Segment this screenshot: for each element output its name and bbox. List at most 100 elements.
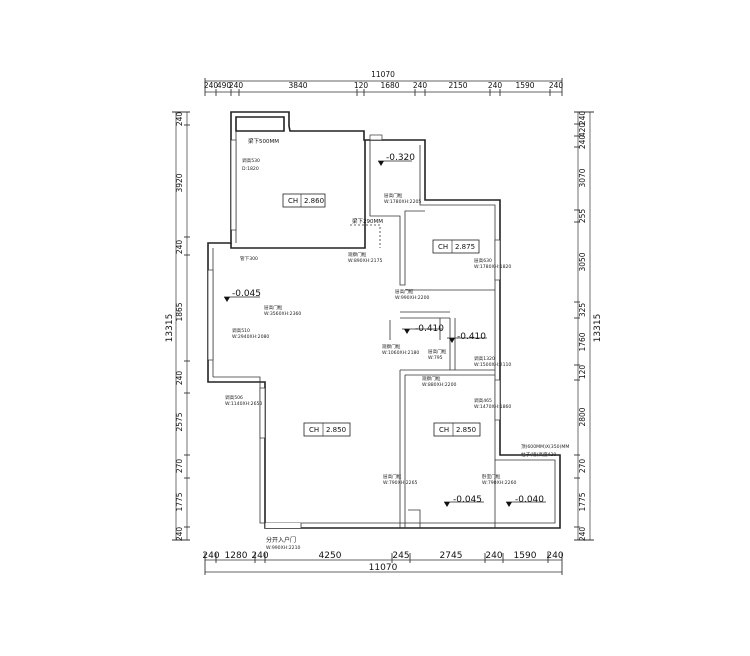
top-dim-9: 240 bbox=[488, 81, 503, 90]
entry-door-size: W:990XH:2210 bbox=[266, 545, 301, 551]
bottom-dim-2: 1280 bbox=[225, 551, 248, 561]
right-dimension-chain: 240 420 240 3070 255 3050 325 1760 120 2… bbox=[574, 111, 603, 542]
ceiling-box-3: CH 2.850 bbox=[303, 422, 351, 437]
ceiling-box-1: CH 2.860 bbox=[282, 193, 326, 208]
note: 层高门框 bbox=[384, 192, 403, 199]
note: 层高门框 bbox=[264, 304, 283, 311]
annotation-notes: 调高530 D:1820 层高门框 W:1780XH:2205 观察门框 W:8… bbox=[225, 157, 517, 486]
bottom-dim-4: 4250 bbox=[319, 551, 342, 561]
bottom-dim-7: 240 bbox=[485, 551, 502, 561]
right-dim-8: 1760 bbox=[578, 332, 587, 351]
top-dim-3: 240 bbox=[229, 81, 244, 90]
window-living-left bbox=[207, 269, 214, 361]
top-dim-8: 2150 bbox=[448, 81, 467, 90]
level-value: -0.410 bbox=[415, 324, 444, 334]
level-value: -0.320 bbox=[386, 153, 415, 163]
window-bedroom-right bbox=[494, 239, 501, 281]
note: 层高630 bbox=[474, 257, 492, 264]
window-top-mid bbox=[369, 134, 383, 141]
bottom-dim-8: 1590 bbox=[514, 551, 537, 561]
bottom-dim-3: 240 bbox=[251, 551, 268, 561]
ceiling-value: 2.875 bbox=[455, 243, 475, 251]
note: 调高530 bbox=[242, 157, 260, 164]
note: 观察门框 bbox=[382, 343, 401, 350]
entry-door-label: 分开入户门 bbox=[266, 536, 296, 544]
top-dim-7: 240 bbox=[413, 81, 428, 90]
right-dim-13: 240 bbox=[578, 527, 587, 542]
note: W:1060XH:2180 bbox=[382, 350, 419, 356]
level-value: -0.410 bbox=[457, 332, 486, 342]
level-marker-6: -0.040 bbox=[506, 495, 546, 507]
beam-500-label: 梁下500MM bbox=[248, 137, 279, 145]
note: W:890XH:2175 bbox=[348, 258, 383, 264]
top-right-note-2: 柱子(墙)高度420 bbox=[521, 451, 556, 458]
bottom-dim-1: 240 bbox=[202, 551, 219, 561]
note: W:1140XH:2650 bbox=[225, 401, 262, 407]
right-dim-9: 120 bbox=[578, 365, 587, 380]
level-value: -0.040 bbox=[515, 495, 544, 505]
note: W:795 bbox=[428, 355, 443, 361]
right-dim-4: 3070 bbox=[578, 168, 587, 187]
top-dim-4: 3840 bbox=[288, 81, 307, 90]
left-dim-9: 240 bbox=[175, 527, 184, 542]
left-dim-8: 1775 bbox=[175, 492, 184, 511]
note: 调高465 bbox=[474, 397, 492, 404]
ceiling-label: CH bbox=[438, 243, 448, 251]
ceiling-label: CH bbox=[439, 426, 449, 434]
window-top-left bbox=[230, 139, 237, 231]
top-dim-6: 1680 bbox=[380, 81, 399, 90]
left-dim-3: 240 bbox=[175, 240, 184, 255]
level-value: -0.045 bbox=[232, 289, 261, 299]
right-dim-5: 255 bbox=[578, 209, 587, 224]
bottom-dim-9: 240 bbox=[546, 551, 563, 561]
ceiling-box-2: CH 2.875 bbox=[432, 239, 480, 254]
bottom-dimension-chain: 240 1280 240 4250 245 2745 240 1590 240 … bbox=[202, 551, 564, 575]
right-dim-12: 1775 bbox=[578, 492, 587, 511]
left-dim-2: 3920 bbox=[175, 173, 184, 192]
left-dimension-chain: 240 3920 240 1865 240 2575 270 1775 240 … bbox=[165, 111, 190, 542]
note: W:1780XH:2205 bbox=[384, 199, 421, 205]
note: 层高门框 bbox=[428, 348, 447, 355]
note: 层高门框 bbox=[383, 473, 402, 480]
level-marker-5: -0.045 bbox=[444, 495, 484, 507]
left-dim-5: 240 bbox=[175, 371, 184, 386]
note: D:1820 bbox=[242, 166, 259, 172]
level-value: -0.045 bbox=[453, 495, 482, 505]
walls bbox=[207, 111, 561, 529]
note: W:790XH:2265 bbox=[383, 480, 418, 486]
note: 卧室门框 bbox=[482, 473, 501, 480]
right-dim-7: 325 bbox=[578, 303, 587, 318]
top-dimension-chain: 11070 240 490 240 3840 120 1680 240 2150… bbox=[204, 70, 564, 96]
note: 调高510 bbox=[232, 327, 250, 334]
right-dim-6: 3050 bbox=[578, 252, 587, 271]
ceiling-value: 2.850 bbox=[456, 426, 476, 434]
left-dim-1: 240 bbox=[175, 112, 184, 127]
right-dim-1: 240 bbox=[578, 111, 587, 126]
ceiling-label: CH bbox=[309, 426, 319, 434]
right-dim-11: 270 bbox=[578, 459, 587, 474]
note: 观察门框 bbox=[422, 375, 441, 382]
note: W:1470XH:1860 bbox=[474, 404, 511, 410]
right-total-dimension: 13315 bbox=[593, 314, 603, 343]
ceiling-value: 2.860 bbox=[304, 197, 324, 205]
ceiling-box-4: CH 2.850 bbox=[433, 422, 481, 437]
note: W:790XH:2260 bbox=[482, 480, 517, 486]
beam-290-label: 梁下290MM bbox=[352, 217, 383, 225]
window-living-bottom-left bbox=[259, 387, 266, 439]
top-right-note-1: 顶(600MM)X(350)MM bbox=[521, 444, 569, 450]
top-dim-10: 1590 bbox=[515, 81, 534, 90]
bottom-dim-6: 2745 bbox=[440, 551, 463, 561]
top-dim-11: 240 bbox=[549, 81, 564, 90]
note: W:3560XH:2360 bbox=[264, 311, 301, 317]
pipe-label: 管下300 bbox=[240, 255, 258, 262]
left-dim-6: 2575 bbox=[175, 412, 184, 431]
top-total-dimension: 11070 bbox=[371, 70, 395, 79]
note: W:1780XH:1820 bbox=[474, 264, 511, 270]
level-marker-1: -0.320 bbox=[378, 153, 415, 166]
level-marker-2: -0.045 bbox=[224, 289, 261, 302]
top-dim-5: 120 bbox=[354, 81, 369, 90]
window-bedroom2-right bbox=[494, 379, 501, 421]
right-dim-3: 240 bbox=[578, 135, 587, 150]
note: W:1500XH:2110 bbox=[474, 362, 511, 368]
